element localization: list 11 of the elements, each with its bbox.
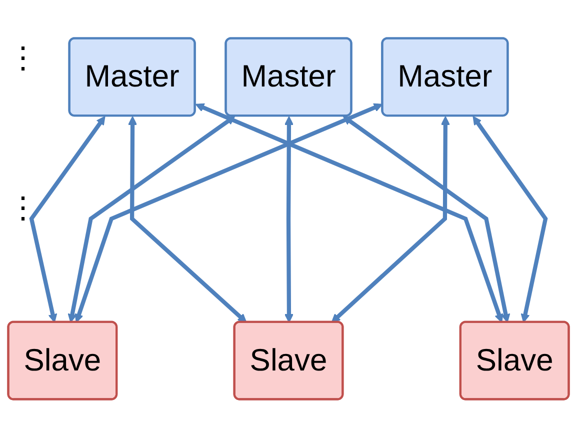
arrow <box>472 116 548 324</box>
arrow <box>195 104 504 324</box>
ellipsis-dots: ⋮ <box>8 191 38 226</box>
arrow <box>342 116 510 324</box>
arrow <box>29 116 106 324</box>
arrow <box>68 116 236 324</box>
arrow <box>284 116 294 324</box>
arrow <box>74 104 383 324</box>
arrow <box>128 116 247 324</box>
arrow <box>331 116 450 324</box>
ellipsis-dots: ⋮ <box>8 41 38 76</box>
